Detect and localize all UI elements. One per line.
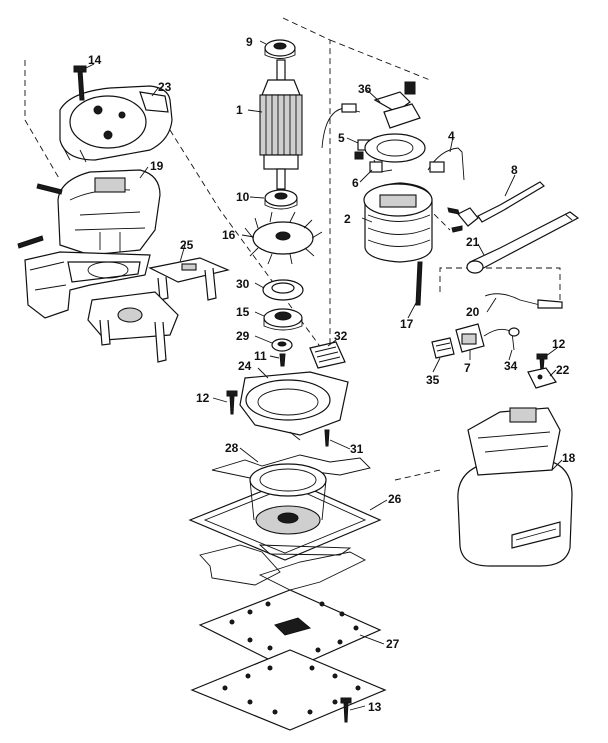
callout-34: 34 — [504, 359, 518, 373]
part-14-screw — [73, 65, 87, 101]
part-16-fan — [244, 211, 323, 265]
callout-14: 14 — [88, 53, 102, 67]
callout-18: 18 — [562, 451, 576, 465]
callout-15: 15 — [236, 305, 250, 319]
part-6-brush — [369, 161, 383, 173]
callout-31: 31 — [350, 442, 364, 456]
part-23-top-cover — [59, 85, 173, 163]
part-12-screw-left — [226, 390, 238, 415]
callout-23: 23 — [158, 80, 172, 94]
callout-4: 4 — [448, 129, 455, 143]
callout-12-right: 12 — [552, 337, 566, 351]
callout-20: 20 — [466, 305, 480, 319]
callout-12-left: 12 — [196, 391, 210, 405]
callout-10: 10 — [236, 190, 250, 204]
callout-32: 32 — [334, 329, 348, 343]
part-21-cord-guard — [466, 211, 580, 274]
callout-5: 5 — [338, 131, 345, 145]
part-30-washer — [262, 279, 304, 301]
part-4-lead-wire — [427, 147, 465, 181]
leader-lines — [85, 40, 563, 711]
callout-17: 17 — [400, 317, 414, 331]
part-11-screw — [279, 353, 286, 367]
callout-6: 6 — [352, 176, 359, 190]
part-9-bearing — [264, 39, 296, 59]
sanding-sheet — [190, 649, 387, 731]
part-25-bracket — [148, 257, 230, 301]
assembly-guide-lines — [24, 17, 561, 481]
callout-2: 2 — [344, 212, 351, 226]
part-19-housing-half — [57, 169, 161, 256]
callout-30: 30 — [236, 277, 250, 291]
part-26-pad-frame — [188, 463, 382, 561]
callout-16: 16 — [222, 228, 236, 242]
part-8-cord — [447, 181, 545, 233]
part-10-bearing — [264, 189, 298, 210]
callout-26: 26 — [388, 492, 402, 506]
switch-bracket-lower — [87, 291, 179, 363]
part-34-capacitor-lead — [483, 327, 520, 351]
part-27-sanding-pad — [198, 589, 382, 671]
callout-13: 13 — [368, 700, 382, 714]
callout-29: 29 — [236, 329, 250, 343]
callout-labels: 9 1 10 16 30 15 29 11 24 12 32 31 28 26 … — [88, 35, 576, 714]
part-13-screw — [340, 697, 352, 723]
part-18-housing-body — [457, 407, 573, 567]
callout-36: 36 — [358, 82, 372, 96]
callout-25: 25 — [180, 238, 194, 252]
callout-24: 24 — [238, 359, 252, 373]
callout-35: 35 — [426, 373, 440, 387]
lead-wire-left — [321, 103, 361, 149]
part-1-armature — [259, 59, 303, 190]
callout-21: 21 — [466, 235, 480, 249]
callout-9: 9 — [246, 35, 253, 49]
part-32-label-plate — [309, 341, 346, 369]
part-17-screw — [415, 261, 423, 306]
part-19-screws — [17, 183, 63, 249]
part-36-brush-holder — [373, 81, 421, 129]
part-20-wire-lead — [484, 293, 563, 309]
callout-8: 8 — [511, 163, 518, 177]
callout-28: 28 — [225, 441, 239, 455]
callout-1: 1 — [236, 103, 243, 117]
part-22-cord-clamp — [527, 367, 557, 389]
part-29-eccentric — [271, 338, 293, 352]
callout-11: 11 — [254, 349, 267, 363]
callout-19: 19 — [150, 159, 164, 173]
callout-27: 27 — [386, 637, 400, 651]
callout-22: 22 — [556, 363, 570, 377]
part-31-pin — [324, 429, 330, 447]
part-7-switch — [455, 323, 485, 353]
part-24-base-ring — [239, 371, 349, 441]
part-15-bearing — [263, 308, 303, 331]
part-35-switch-button — [431, 337, 455, 359]
housing-lower-half — [24, 251, 151, 319]
callout-7: 7 — [464, 361, 471, 375]
part-2-field — [363, 182, 433, 263]
brush-plate-ring — [364, 133, 426, 173]
